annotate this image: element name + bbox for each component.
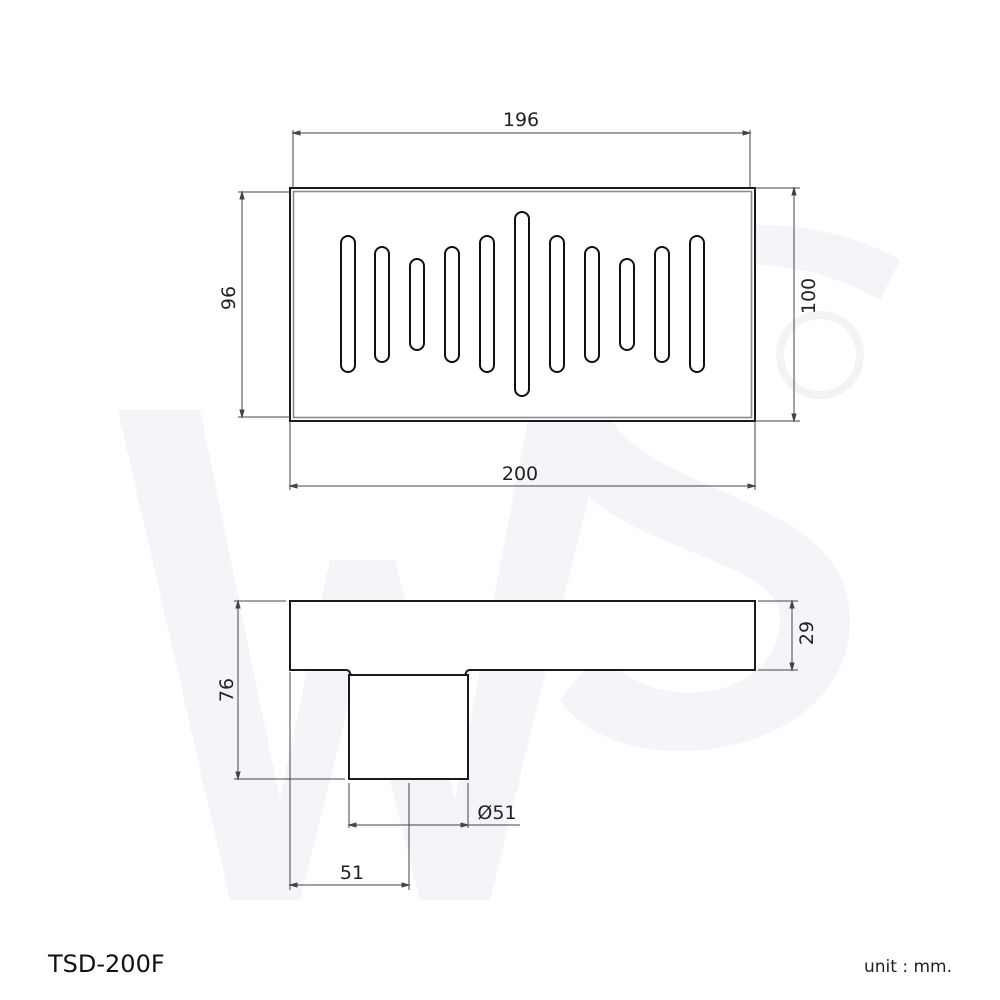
slot (479, 235, 495, 373)
dimension-196 (291, 130, 752, 188)
slot (444, 246, 460, 363)
top-view (238, 130, 800, 490)
label-96: 96 (218, 286, 240, 310)
unit-label: unit : mm. (864, 957, 952, 977)
dimension-200 (288, 421, 757, 490)
label-100: 100 (798, 278, 820, 314)
label-29: 29 (796, 621, 818, 645)
label-outlet-diameter: Ø51 (477, 802, 516, 824)
dimension-100 (755, 186, 800, 423)
model-number: TSD-200F (48, 950, 165, 978)
dimension-outlet-offset (288, 672, 411, 890)
slot (409, 258, 425, 351)
label-196: 196 (503, 109, 539, 131)
label-76: 76 (216, 678, 238, 702)
dimension-29 (758, 599, 798, 672)
slot (689, 235, 705, 373)
slot (654, 246, 670, 363)
label-outlet-offset: 51 (340, 862, 364, 884)
slot (340, 235, 356, 373)
side-view (234, 599, 798, 890)
slot (619, 258, 635, 351)
dimension-outlet-diameter (347, 783, 520, 828)
slot (514, 211, 530, 397)
slot (549, 235, 565, 373)
slot (374, 246, 390, 363)
grate-slots (340, 211, 705, 397)
dimension-76 (234, 599, 345, 781)
outlet-pipe (348, 674, 469, 780)
label-200: 200 (502, 463, 538, 485)
drain-body-outline (289, 600, 756, 676)
frame-inner (292, 190, 753, 419)
dimension-96 (238, 190, 290, 419)
slot (584, 246, 600, 363)
